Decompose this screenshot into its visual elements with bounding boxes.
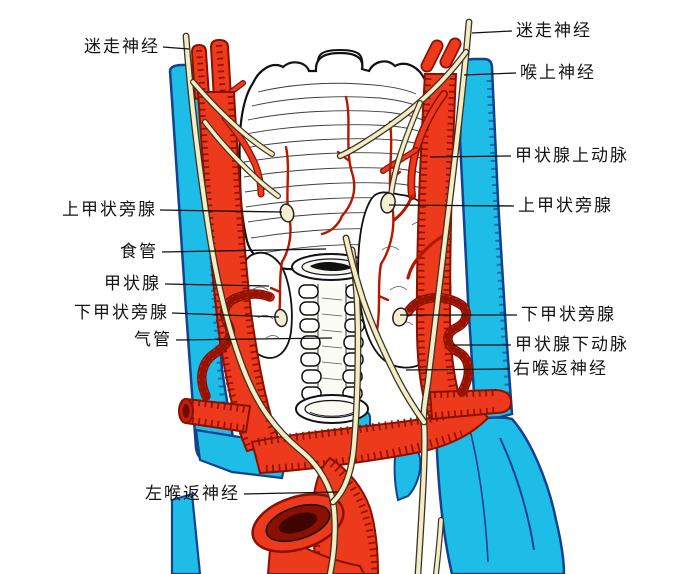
label-superior-laryngeal-nerve: 喉上神经 [520,62,596,82]
label-superior-parathyroid-right: 上甲状旁腺 [518,195,613,215]
aorta-cut-opening [251,493,345,553]
leader-lines [159,30,517,495]
label-inferior-thyroid-artery: 甲状腺下动脉 [515,334,629,354]
inferior-parathyroid-right-drawing [392,307,408,327]
vagus-nerve-right-drawing [414,18,473,574]
trachea-drawing [295,282,369,424]
superior-laryngeal-nerve-drawing [336,48,470,207]
label-trachea: 气管 [134,329,172,349]
inferior-parathyroid-left-drawing [274,308,288,328]
common-carotid-left [190,38,282,453]
label-superior-thyroid-artery: 甲状腺上动脉 [515,145,629,165]
label-inferior-parathyroid-right: 下甲状旁腺 [521,304,616,324]
superior-parathyroid-left-drawing [279,203,295,223]
parathyroid-glands [274,192,408,328]
brachiocephalic-vein-left [170,428,288,574]
label-vagus-nerve-right: 迷走神经 [516,20,592,40]
label-right-recurrent-laryngeal-nerve: 右喉返神经 [513,358,608,378]
vagus-nerve-left-drawing [182,32,339,574]
brachiocephalic-vein-right [434,416,566,574]
label-inferior-parathyroid-left: 下甲状旁腺 [74,302,169,322]
nerves [182,18,473,574]
subclavian-artery-left [178,397,252,434]
label-thyroid-gland: 甲状腺 [104,273,161,293]
recurrent-laryngeal-nerve-right-drawing [342,234,428,426]
nerve-strand-bottom-right [433,517,444,574]
superior-laryngeal-branches-left [190,79,281,199]
inferior-thyroid-artery-right [403,292,474,397]
label-left-recurrent-laryngeal-nerve: 左喉返神经 [145,483,240,503]
label-esophagus: 食管 [120,241,158,261]
superior-parathyroid-right-drawing [380,192,396,214]
label-superior-parathyroid-left: 上甲状旁腺 [62,199,157,219]
label-vagus-nerve-left: 迷走神经 [84,36,160,56]
recurrent-laryngeal-nerve-left-drawing [329,246,362,506]
